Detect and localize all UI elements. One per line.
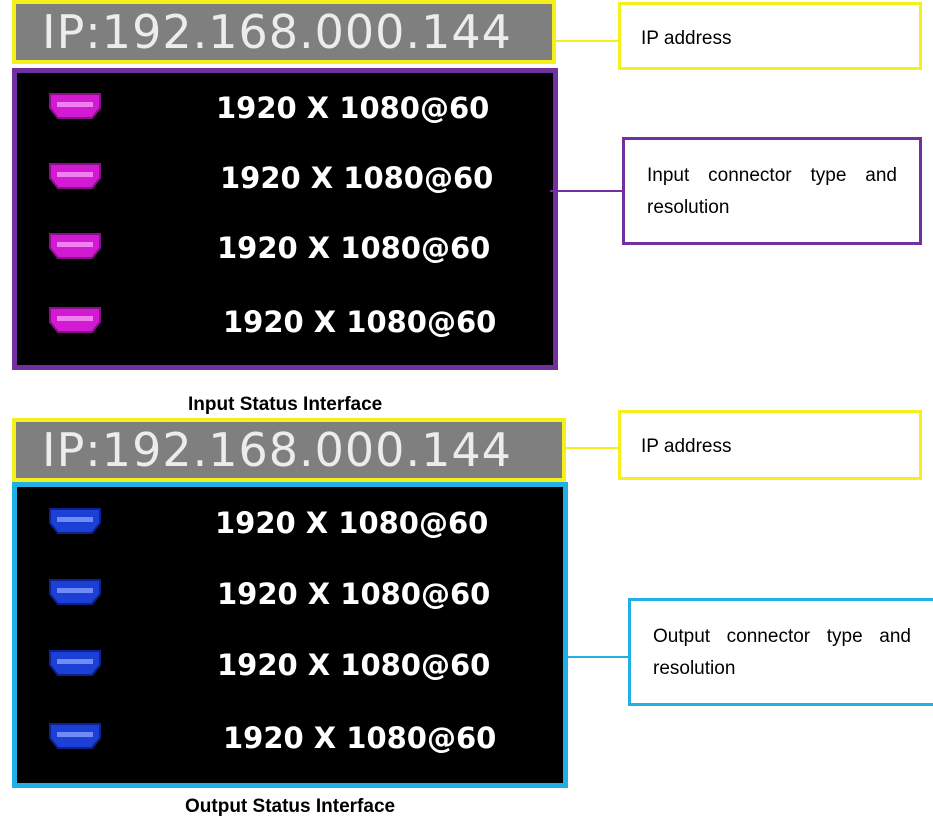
hdmi-port-icon [49, 508, 101, 534]
callout-ip-address-output: IP address [618, 410, 922, 480]
resolution-label: 1920 X 1080@60 [223, 305, 497, 339]
callout-ip-address-input: IP address [618, 2, 922, 70]
output-status-screen: 1920 X 1080@60 1920 X 1080@60 1920 X 108… [12, 482, 568, 788]
resolution-label: 1920 X 1080@60 [220, 161, 494, 195]
status-row: 1920 X 1080@60 [17, 291, 553, 351]
resolution-label: 1920 X 1080@60 [217, 648, 491, 682]
resolution-label: 1920 X 1080@60 [215, 506, 489, 540]
input-status-screen: 1920 X 1080@60 1920 X 1080@60 1920 X 108… [12, 68, 558, 370]
connector-line-output [568, 656, 628, 658]
ip-address-bar-output: IP:192.168.000.144 [12, 418, 566, 482]
callout-output-connector-text: Output connector type and resolution [653, 626, 911, 680]
callout-input-connector: Input connector type and resolution [622, 137, 922, 245]
status-row: 1920 X 1080@60 [17, 217, 553, 277]
callout-input-connector-text: Input connector type and resolution [647, 165, 897, 219]
resolution-label: 1920 X 1080@60 [216, 91, 490, 125]
ip-address-text: IP:192.168.000.144 [42, 5, 512, 59]
status-row: 1920 X 1080@60 [17, 563, 563, 623]
resolution-label: 1920 X 1080@60 [217, 231, 491, 265]
hdmi-port-icon [49, 307, 101, 333]
status-row: 1920 X 1080@60 [17, 707, 563, 767]
output-status-caption: Output Status Interface [185, 796, 396, 817]
callout-ip-address-text: IP address [641, 436, 732, 457]
callout-output-connector: Output connector type and resolution [628, 598, 933, 706]
status-row: 1920 X 1080@60 [17, 147, 553, 207]
status-row: 1920 X 1080@60 [17, 634, 563, 694]
hdmi-port-icon [49, 233, 101, 259]
hdmi-port-icon [49, 93, 101, 119]
resolution-label: 1920 X 1080@60 [217, 577, 491, 611]
hdmi-port-icon [49, 579, 101, 605]
status-row: 1920 X 1080@60 [17, 77, 553, 137]
connector-line-input [550, 190, 622, 192]
hdmi-port-icon [49, 723, 101, 749]
resolution-label: 1920 X 1080@60 [223, 721, 497, 755]
connector-line-ip-input [556, 40, 618, 42]
ip-address-bar-input: IP:192.168.000.144 [12, 0, 556, 64]
status-row: 1920 X 1080@60 [17, 492, 563, 552]
hdmi-port-icon [49, 163, 101, 189]
connector-line-ip-output [566, 447, 618, 449]
hdmi-port-icon [49, 650, 101, 676]
input-status-caption: Input Status Interface [188, 394, 383, 415]
ip-address-text: IP:192.168.000.144 [42, 423, 512, 477]
callout-ip-address-text: IP address [641, 28, 732, 49]
